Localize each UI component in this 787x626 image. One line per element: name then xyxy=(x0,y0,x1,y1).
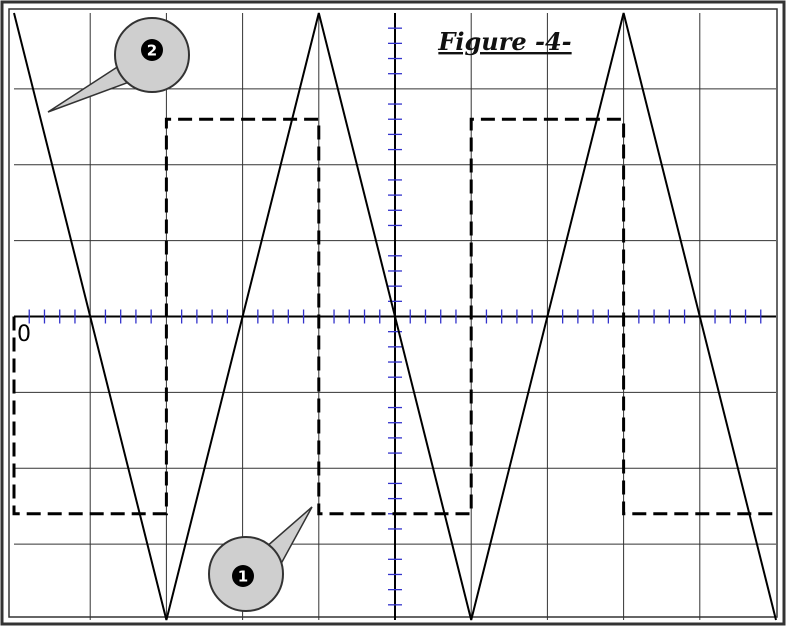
figure-title: Figure -4- xyxy=(437,27,571,56)
triangle-wave-trace xyxy=(13,12,777,621)
callout-2: 2 xyxy=(47,17,190,113)
square-wave-trace xyxy=(12,117,776,516)
callout-1-marker xyxy=(232,565,254,587)
origin-label: 0 xyxy=(17,322,31,347)
traces xyxy=(12,12,777,621)
axis-ticks xyxy=(28,27,762,606)
inner-frame xyxy=(8,8,778,618)
callouts: 2 1 xyxy=(47,17,313,612)
callout-1-number: 1 xyxy=(238,568,248,586)
callout-1: 1 xyxy=(208,506,313,612)
callout-2-marker xyxy=(141,39,163,61)
callout-2-number: 2 xyxy=(147,42,157,60)
